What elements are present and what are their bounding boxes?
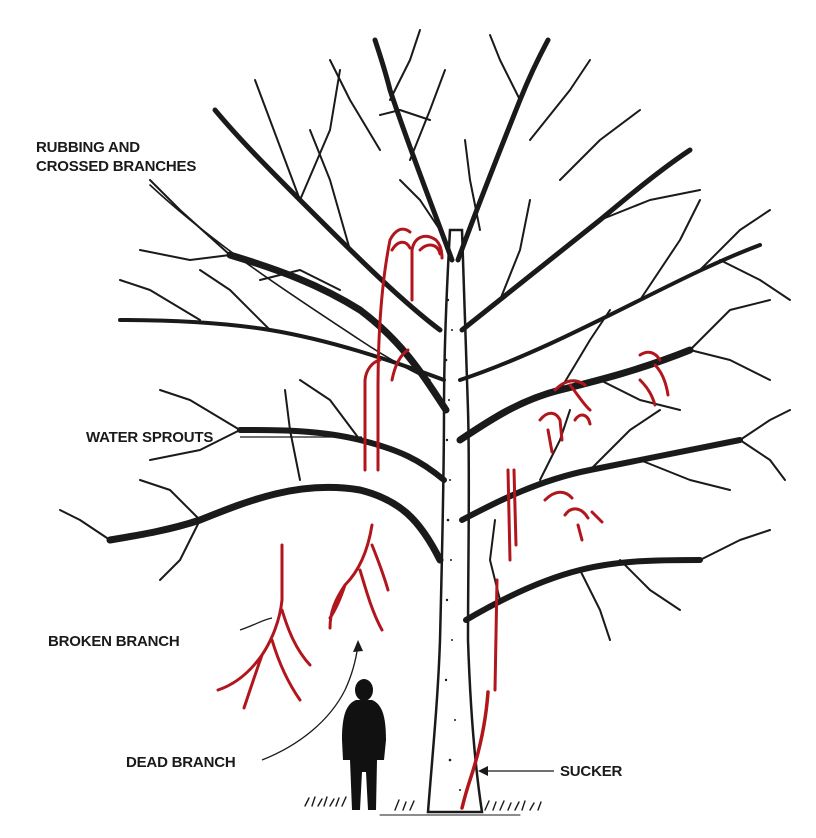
- leader-lines: [239, 436, 554, 776]
- bark-texture: [444, 298, 461, 791]
- label-sucker: SUCKER: [560, 763, 623, 780]
- problem-branches: [216, 227, 670, 810]
- water-sprout-upper: [376, 227, 444, 472]
- broken-branch: [216, 543, 312, 710]
- tree-trunk: [426, 228, 484, 814]
- label-rubbing-line1: RUBBING AND: [36, 139, 140, 156]
- arrowhead-dead-branch: [353, 640, 363, 652]
- label-rubbing-line2: CROSSED BRANCHES: [36, 158, 196, 175]
- arrowhead-sucker: [478, 766, 488, 776]
- leader-broken-branch: [239, 617, 273, 631]
- dead-branch: [328, 523, 390, 632]
- sucker: [460, 690, 490, 810]
- major-limbs: [106, 37, 762, 623]
- person-silhouette-icon: [342, 679, 386, 810]
- fine-branches: [59, 29, 791, 641]
- callout-labels: RUBBING AND CROSSED BRANCHES WATER SPROU…: [36, 139, 623, 780]
- leader-dead-branch: [261, 644, 359, 761]
- label-broken-branch: BROKEN BRANCH: [48, 633, 180, 650]
- crossing-branch: [149, 184, 431, 381]
- ground-grass: [304, 796, 542, 816]
- tree-illustration: [59, 29, 791, 816]
- label-water-sprouts: WATER SPROUTS: [86, 429, 213, 446]
- label-dead-branch: DEAD BRANCH: [126, 754, 235, 771]
- water-sprout-right: [553, 350, 670, 412]
